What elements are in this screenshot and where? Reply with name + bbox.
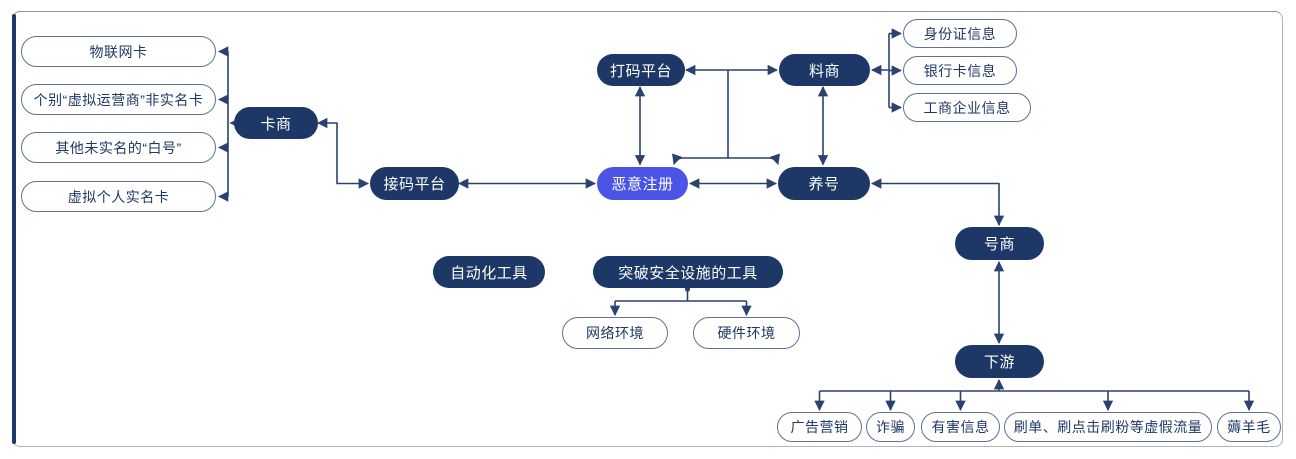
pill-bank-card-info: 银行卡信息: [903, 56, 1017, 85]
pill-network-env: 网络环境: [562, 317, 668, 349]
node-sms-platform: 接码平台: [370, 167, 459, 200]
connectors: [217, 28, 1255, 412]
pill-business-info: 工商企业信息: [903, 93, 1031, 122]
frame-left-accent-bar: [12, 14, 16, 444]
pill-ad-marketing: 广告营销: [777, 412, 862, 442]
node-card-merchant: 卡商: [234, 107, 318, 139]
node-downstream: 下游: [955, 345, 1044, 378]
pill-iot-card: 物联网卡: [21, 36, 216, 67]
node-account-merchant: 号商: [955, 227, 1044, 260]
pill-unverified-white-number: 其他未实名的“白号”: [21, 132, 216, 163]
node-account-farming: 养号: [778, 167, 870, 200]
pill-virtual-personal-card: 虚拟个人实名卡: [21, 181, 216, 212]
node-data-merchant: 料商: [779, 54, 870, 86]
pill-fake-traffic: 刷单、刷点击刷粉等虚假流量: [1004, 412, 1212, 442]
pill-virtual-operator-card: 个别“虚拟运营商”非实名卡: [21, 84, 216, 115]
pill-wool-party: 薅羊毛: [1217, 412, 1281, 442]
pill-id-info: 身份证信息: [903, 19, 1017, 48]
node-automation-tools: 自动化工具: [433, 256, 545, 288]
node-security-breaking-tools: 突破安全设施的工具: [593, 256, 783, 288]
pill-hardware-env: 硬件环境: [693, 317, 800, 349]
node-malicious-registration: 恶意注册: [597, 167, 688, 200]
pill-harmful-info: 有害信息: [921, 412, 1000, 442]
node-captcha-platform: 打码平台: [597, 54, 685, 86]
pill-fraud: 诈骗: [866, 412, 915, 442]
